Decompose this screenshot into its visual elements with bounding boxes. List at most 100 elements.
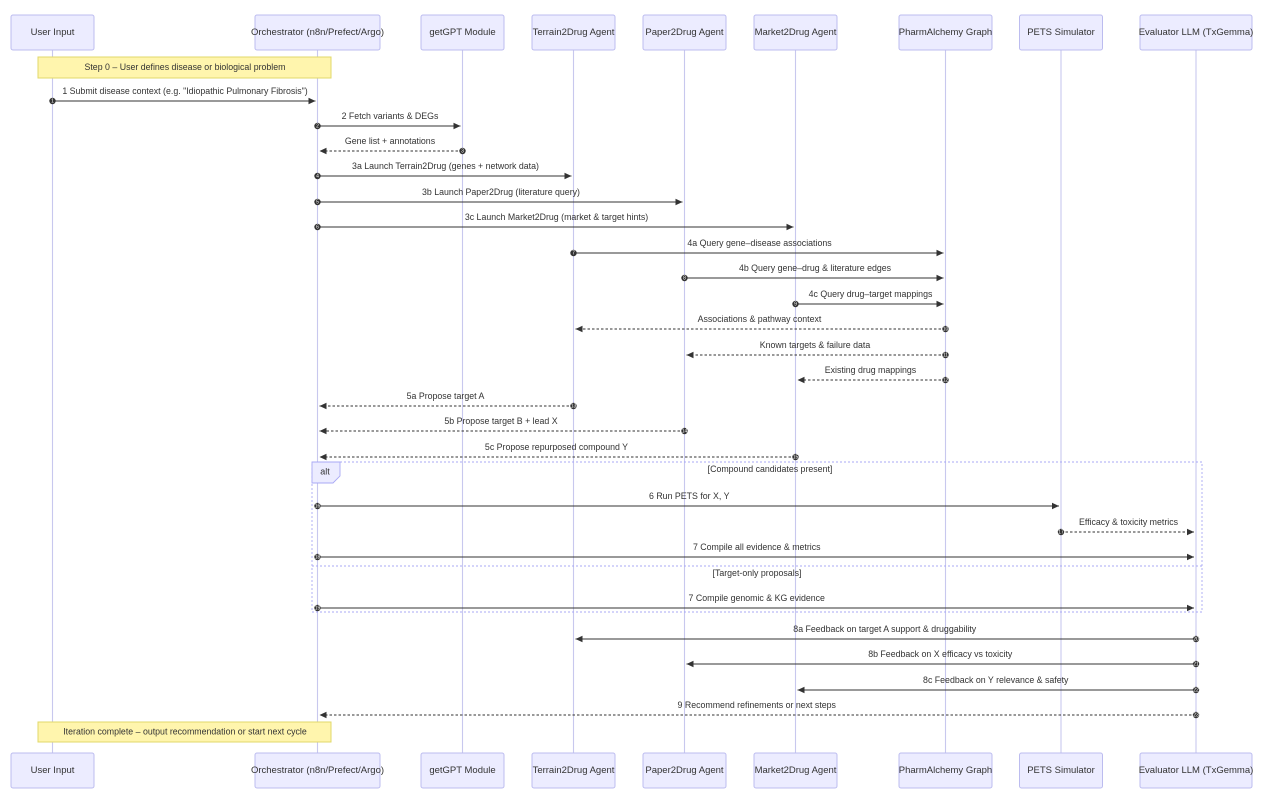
- actor-label-getgpt-top: getGPT Module: [429, 27, 495, 38]
- actor-box-orch-bottom: [254, 752, 381, 789]
- actor-label-terrain-top: Terrain2Drug Agent: [533, 27, 615, 38]
- sequence-number-badge: [1192, 711, 1200, 719]
- message-label: Associations & pathway context: [698, 314, 822, 324]
- alt-fragment: alt [Compound candidates present] [Targe…: [311, 461, 1203, 613]
- message-label: Efficacy & toxicity metrics: [1079, 517, 1179, 527]
- actor-label-eval-bottom: Evaluator LLM (TxGemma): [1139, 765, 1254, 776]
- actor-box-market-top: [753, 14, 838, 51]
- actor-box-market-bottom: [753, 752, 838, 789]
- sequence-number: 17: [1058, 529, 1064, 535]
- sequence-number-badge: [314, 172, 321, 180]
- message-17: 17 Efficacy & toxicity metrics: [1057, 517, 1194, 536]
- sequence-number: 19: [315, 605, 321, 611]
- actor-label-graph-bottom: PharmAlchemy Graph: [899, 765, 992, 776]
- message-10: 10 Associations & pathway context: [575, 314, 949, 332]
- sequence-number-badge: [1192, 660, 1200, 668]
- actor-box-user-top: [10, 14, 95, 51]
- sequence-number-badge: [792, 453, 799, 461]
- sequence-number-badge: [942, 376, 949, 384]
- sequence-number: 10: [943, 326, 949, 332]
- sequence-number: 6: [316, 224, 319, 230]
- message-13: 13 5a Propose target A: [319, 391, 577, 410]
- sequence-number: 11: [943, 352, 948, 358]
- message-label: 3b Launch Paper2Drug (literature query): [422, 187, 580, 197]
- message-label: 2 Fetch variants & DEGs: [342, 111, 439, 121]
- message-21: 21 8b Feedback on X efficacy vs toxicity: [686, 649, 1200, 668]
- sequence-number-badge: [314, 604, 321, 612]
- actor-box-terrain-bottom: [531, 752, 616, 789]
- actor-box-paper-top: [642, 14, 727, 51]
- actor-label-eval-top: Evaluator LLM (TxGemma): [1139, 27, 1254, 38]
- sequence-number: 14: [682, 428, 688, 434]
- actor-label-user-top: User Input: [31, 27, 75, 38]
- message-5: 53b Launch Paper2Drug (literature query): [314, 187, 683, 205]
- actor-box-getgpt-bottom: [420, 752, 505, 789]
- actor-label-market-top: Market2Drug Agent: [755, 27, 837, 38]
- sequence-number: 3: [461, 148, 464, 154]
- message-6: 63c Launch Market2Drug (market & target …: [314, 212, 794, 231]
- sequence-number-badge: [314, 223, 321, 231]
- sequence-number: 12: [943, 377, 949, 383]
- message-9: 94c Query drug–target mappings: [792, 289, 944, 308]
- sequence-number-badge: [314, 502, 321, 510]
- actor-label-paper-top: Paper2Drug Agent: [645, 27, 724, 38]
- message-label: 6 Run PETS for X, Y: [649, 491, 730, 501]
- sequence-number: 16: [315, 503, 321, 509]
- message-label: Existing drug mappings: [825, 365, 917, 375]
- message-2: 22 Fetch variants & DEGs: [314, 111, 461, 130]
- message-label: Gene list + annotations: [345, 136, 436, 146]
- message-label: 9 Recommend refinements or next steps: [678, 700, 837, 710]
- message-4: 4 3a Launch Terrain2Drug (genes + network…: [314, 161, 572, 180]
- actor-box-eval-top: [1139, 14, 1253, 51]
- message-label: 1 Submit disease context (e.g. "Idiopath…: [62, 86, 307, 96]
- sequence-number-badge: [570, 249, 577, 257]
- actor-label-paper-bottom: Paper2Drug Agent: [645, 765, 724, 776]
- alt-condition-1: [Compound candidates present]: [708, 464, 833, 474]
- actor-label-orch-top: Orchestrator (n8n/Prefect/Argo): [251, 27, 384, 38]
- message-19: 19 7 Compile genomic & KG evidence: [314, 593, 1194, 611]
- actor-box-pets-top: [1019, 14, 1103, 51]
- actor-box-orch-top: [254, 14, 381, 51]
- lifelines: [51, 50, 1197, 753]
- actor-label-pets-bottom: PETS Simulator: [1027, 765, 1095, 776]
- sequence-number: 18: [315, 554, 321, 560]
- actor-label-terrain-bottom: Terrain2Drug Agent: [533, 765, 615, 776]
- sequence-number: 4: [316, 173, 319, 179]
- actor-box-graph-top: [898, 14, 993, 51]
- sequence-number: 21: [1193, 661, 1199, 667]
- sequence-number-badge: [1057, 528, 1065, 536]
- alt-frame: [311, 461, 1203, 613]
- message-8: 8 4b Query gene–drug & literature edges: [681, 263, 944, 282]
- message-7: 74a Query gene–disease associations: [570, 238, 944, 257]
- actor-box-pets-bottom: [1019, 752, 1103, 789]
- sequence-number-badge: [1192, 686, 1200, 694]
- actor-label-market-bottom: Market2Drug Agent: [755, 765, 837, 776]
- sequence-number-badge: [570, 402, 577, 410]
- sequence-number-badge: [314, 553, 321, 561]
- sequence-number: 9: [794, 301, 797, 307]
- sequence-number-badge: [314, 122, 321, 130]
- message-label: 8c Feedback on Y relevance & safety: [923, 675, 1069, 685]
- message-label: 3a Launch Terrain2Drug (genes + network …: [352, 161, 539, 171]
- actor-label-graph-top: PharmAlchemy Graph: [899, 27, 992, 38]
- message-23: 239 Recommend refinements or next steps: [319, 700, 1200, 719]
- sequence-number: 22: [1193, 687, 1199, 693]
- message-label: 8b Feedback on X efficacy vs toxicity: [868, 649, 1013, 659]
- message-label: 5c Propose repurposed compound Y: [485, 442, 628, 452]
- message-3: 3 Gene list + annotations: [319, 136, 466, 154]
- message-1: 11 Submit disease context (e.g. "Idiopat…: [49, 86, 316, 104]
- sequence-number: 20: [1193, 636, 1199, 642]
- sequence-number-badge: [681, 274, 688, 282]
- message-16: 16 6 Run PETS for X, Y: [314, 491, 1059, 509]
- sequence-number-badge: [942, 351, 949, 359]
- message-label: 5a Propose target A: [407, 391, 485, 401]
- sequence-number: 8: [683, 275, 686, 281]
- sequence-number: 13: [571, 403, 577, 409]
- message-label: 7 Compile genomic & KG evidence: [689, 593, 826, 603]
- message-label: 4b Query gene–drug & literature edges: [739, 263, 892, 273]
- sequence-number-badge: [792, 300, 799, 308]
